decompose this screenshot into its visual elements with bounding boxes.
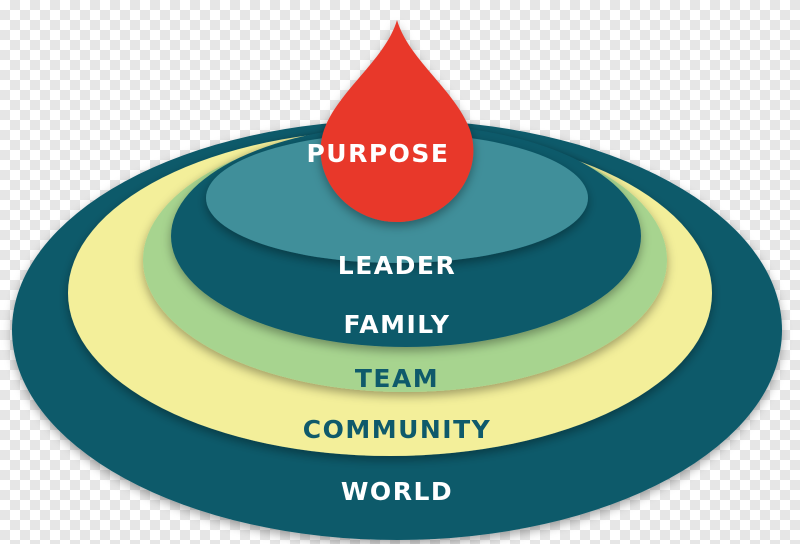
label-leader: LEADER bbox=[338, 251, 456, 280]
label-world: WORLD bbox=[341, 477, 453, 506]
label-family: FAMILY bbox=[344, 310, 451, 339]
purpose-drop bbox=[320, 20, 474, 222]
label-team: TEAM bbox=[355, 364, 439, 393]
label-purpose: PURPOSE bbox=[306, 139, 449, 168]
label-community: COMMUNITY bbox=[303, 415, 492, 444]
